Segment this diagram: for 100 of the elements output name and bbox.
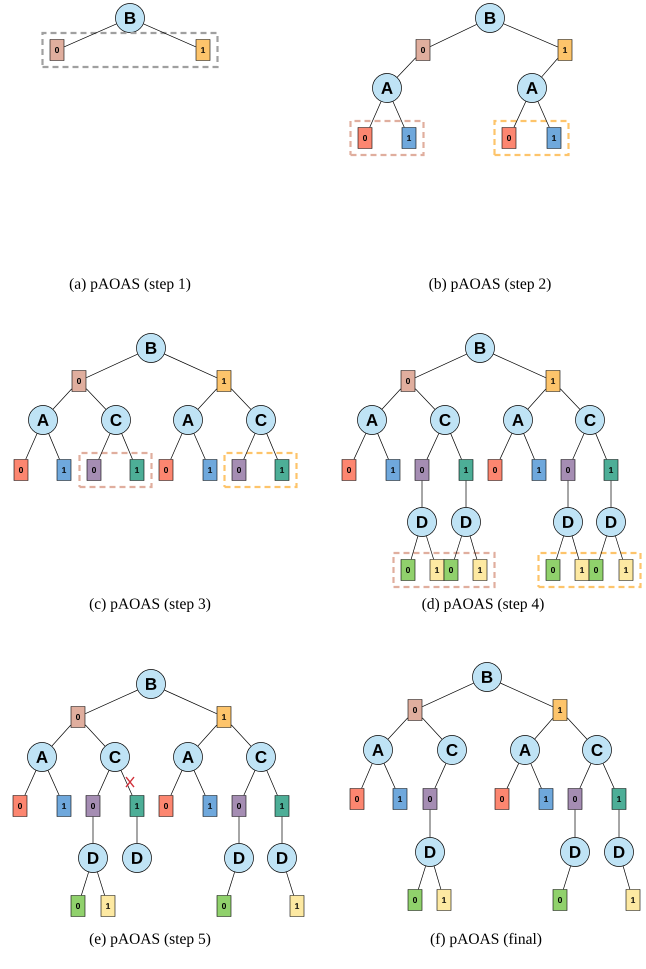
value-box: 0 xyxy=(342,459,356,481)
tree-edge xyxy=(384,763,396,789)
value-box: 0 xyxy=(14,459,28,481)
tree-edge xyxy=(503,23,558,48)
value-box: 0 xyxy=(502,127,516,149)
tree-edge xyxy=(354,433,366,460)
value-box: 1 xyxy=(202,795,218,817)
tree-edge xyxy=(170,433,182,460)
value-box: 0 xyxy=(422,788,438,810)
tree-edge xyxy=(430,24,477,47)
value-box: 1 xyxy=(604,459,618,481)
tree-edge xyxy=(52,388,72,410)
tree-edge xyxy=(84,724,106,746)
tree-edge xyxy=(227,872,235,896)
tree-edge xyxy=(136,816,138,844)
tree-edge xyxy=(534,718,554,740)
tree-edge xyxy=(52,724,72,746)
tree-edge xyxy=(194,770,206,796)
subfigure-caption: (a) pAOAS (step 1) xyxy=(70,278,190,292)
value-box: 1 xyxy=(430,559,444,581)
value-box: 0 xyxy=(400,370,416,392)
tree-edge xyxy=(120,770,132,796)
value-box: 1 xyxy=(290,895,304,917)
value-box: 0 xyxy=(86,795,100,817)
tree-edge xyxy=(48,433,60,460)
value-box: 0 xyxy=(494,788,510,810)
value-box: 0 xyxy=(546,559,560,581)
value-box: 1 xyxy=(216,706,232,728)
tree-edge xyxy=(414,388,436,410)
tree-edge xyxy=(500,433,512,460)
value-box: 0 xyxy=(444,559,458,581)
value-box: 0 xyxy=(158,795,174,817)
value-box: 0 xyxy=(232,795,246,817)
value-box: 1 xyxy=(216,370,232,392)
tree-edge xyxy=(164,354,218,378)
value-box: 0 xyxy=(488,459,502,481)
tree-edge xyxy=(556,536,564,560)
value-box: 0 xyxy=(158,459,174,481)
value-box: 1 xyxy=(546,370,560,392)
tree-edge xyxy=(426,433,440,460)
value-box: 0 xyxy=(12,795,28,817)
tree-edge xyxy=(599,536,607,560)
value-box: 1 xyxy=(130,795,144,817)
subfigure-caption: (f) pAOAS (final) xyxy=(430,932,542,948)
tree-edge xyxy=(369,101,382,128)
tree-edge xyxy=(97,872,105,896)
value-box: 1 xyxy=(612,788,626,810)
tree-edge xyxy=(500,682,554,708)
tree-edge xyxy=(538,101,550,128)
value-box: 1 xyxy=(574,559,590,581)
tree-edge xyxy=(86,354,138,378)
value-box: 0 xyxy=(408,699,422,721)
tree-edge xyxy=(426,536,434,560)
tree-edge xyxy=(81,872,89,896)
value-box: 1 xyxy=(546,127,562,149)
tree-edge xyxy=(572,536,580,560)
value-box: 1 xyxy=(472,559,488,581)
tree-edge xyxy=(410,536,418,560)
tree-edge xyxy=(618,809,620,838)
tree-edge xyxy=(143,24,196,48)
tree-edge xyxy=(418,866,426,890)
tree-edge xyxy=(230,388,252,410)
value-box: 1 xyxy=(56,459,72,481)
value-box: 0 xyxy=(416,39,430,61)
tree-edge xyxy=(98,433,110,460)
tree-edge xyxy=(434,763,446,789)
tree-edge xyxy=(595,433,607,460)
tree-edge xyxy=(422,718,442,740)
tree-edge xyxy=(506,763,520,789)
value-box: 1 xyxy=(100,895,116,917)
value-box: 1 xyxy=(436,889,452,911)
tree-edge xyxy=(194,433,206,460)
tree-edge xyxy=(514,101,526,128)
subfigure-caption: (d) pAOAS (step 4) xyxy=(422,598,544,612)
tree-edge xyxy=(392,101,405,128)
value-box: 1 xyxy=(274,459,290,481)
tree-edge xyxy=(382,388,402,410)
tree-edge xyxy=(170,770,182,796)
tree-edge xyxy=(622,866,630,890)
value-box: 1 xyxy=(392,788,408,810)
tree-edge xyxy=(24,770,36,796)
value-box: 0 xyxy=(70,895,86,917)
tree-edge xyxy=(266,770,278,796)
tree-edge xyxy=(25,433,38,460)
tree-edge xyxy=(84,690,138,714)
value-box: 0 xyxy=(408,889,422,911)
tree-edge xyxy=(244,770,256,796)
value-box: 0 xyxy=(350,788,364,810)
tree-edge xyxy=(528,388,546,410)
value-box: 0 xyxy=(414,459,430,481)
tree-edge xyxy=(238,816,240,844)
tree-edge xyxy=(615,536,623,560)
tree-edge xyxy=(493,354,546,378)
tree-edge xyxy=(86,388,106,410)
value-box: 1 xyxy=(458,459,474,481)
tree-edge xyxy=(396,57,416,78)
value-box: 0 xyxy=(560,459,576,481)
tree-edge xyxy=(470,536,478,560)
value-box: 0 xyxy=(568,788,582,810)
tree-edge xyxy=(602,763,614,789)
